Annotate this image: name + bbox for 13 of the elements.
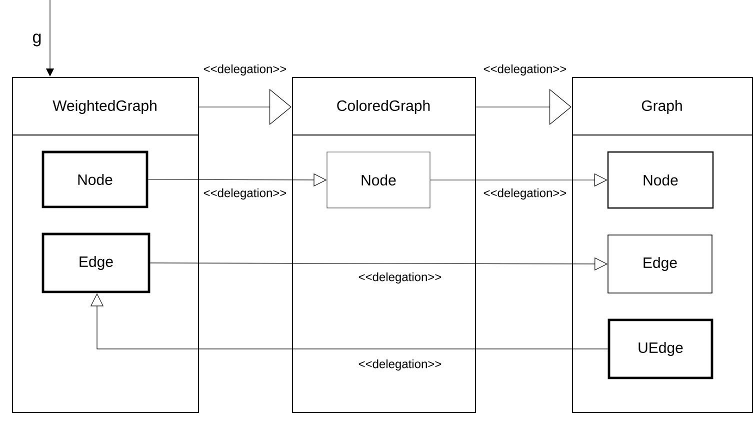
class-box: Node xyxy=(607,151,714,209)
class-box: Node xyxy=(42,150,148,208)
edge-label: <<delegation>> xyxy=(482,63,568,77)
class-box: Edge xyxy=(608,234,712,294)
edge-label: <<delegation>> xyxy=(482,187,568,201)
edge-label: <<delegation>> xyxy=(357,271,443,285)
edge-label: <<delegation>> xyxy=(202,63,288,77)
class-box: Node xyxy=(326,152,430,208)
class-box: Edge xyxy=(42,232,150,294)
edge-label: <<delegation>> xyxy=(202,187,288,201)
class-box: UEdge xyxy=(608,318,714,380)
edge-label: <<delegation>> xyxy=(357,358,443,372)
edge-label: g xyxy=(31,32,43,48)
